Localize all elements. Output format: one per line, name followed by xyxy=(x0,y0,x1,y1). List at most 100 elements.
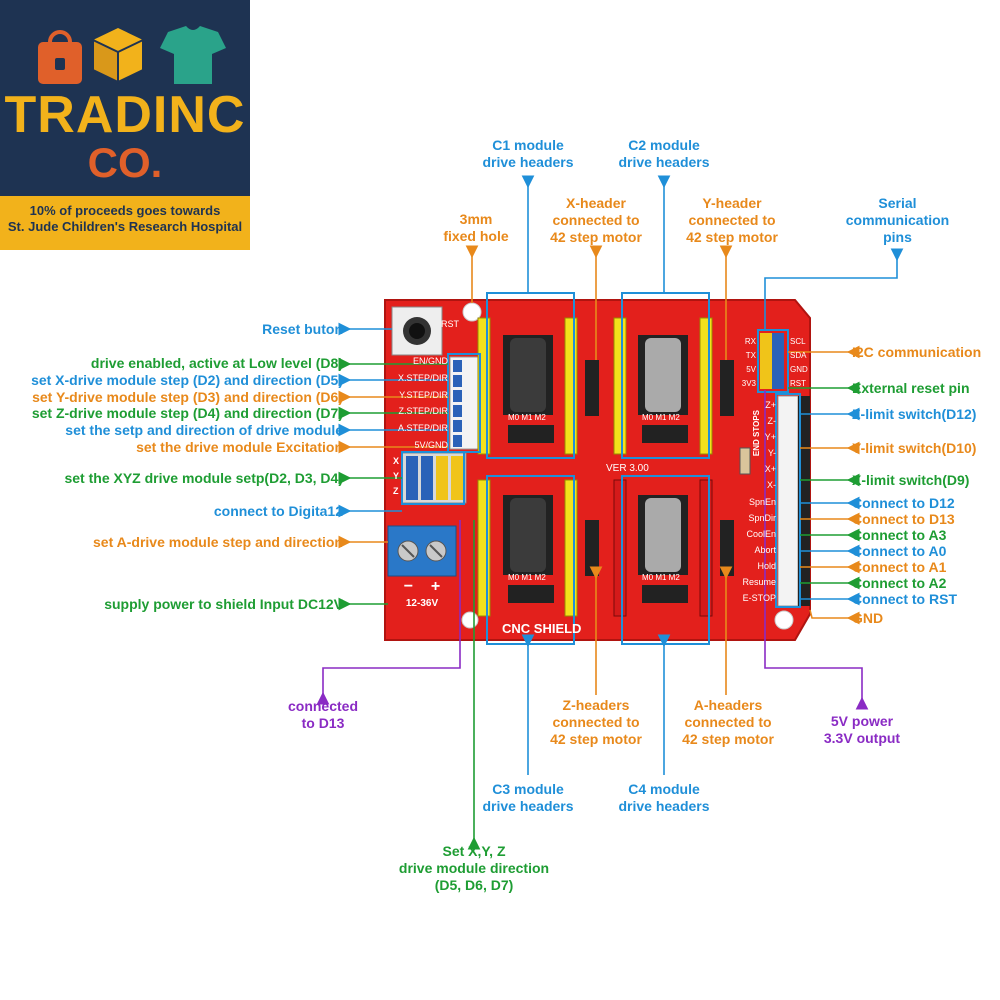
pin-label: Resume xyxy=(742,577,776,587)
logo-tagline-line2: St. Jude Children's Research Hospital xyxy=(7,219,243,234)
callout-label: set Y-drive module step (D3) and directi… xyxy=(32,389,343,405)
callout-line: connected xyxy=(287,698,358,714)
callout-label: Connect to A3 xyxy=(852,527,947,543)
pin-label: A.STEP/DIR xyxy=(397,423,448,433)
callout-label: supply power to shield Input DC12V xyxy=(104,596,343,612)
callout-connected-d13: connected to D13 xyxy=(268,698,378,732)
callout-line: C2 module xyxy=(628,137,700,153)
pin-label: SDA xyxy=(790,351,807,360)
mount-hole xyxy=(774,610,794,630)
callout-line: 5V power xyxy=(830,713,894,729)
driver-label: M0 M1 M2 xyxy=(508,573,546,582)
power-polarity: − + xyxy=(388,578,456,595)
module-outlines xyxy=(486,292,710,645)
minus-sign: − xyxy=(403,578,414,595)
callout-line: C1 module xyxy=(492,137,564,153)
callout-line: 42 step motor xyxy=(682,731,774,747)
callout-line: C4 module xyxy=(628,781,700,797)
driver-label: M0 M1 M2 xyxy=(642,573,680,582)
callout-line: (D5, D6, D7) xyxy=(434,877,514,893)
pin-label: RX xyxy=(744,337,756,346)
callout-line: to D13 xyxy=(301,715,345,731)
callout-label: X-limit switch(D9) xyxy=(852,472,970,488)
logo-wordmark: TRADINC xyxy=(4,86,246,144)
callout-power-output: 5V power 3.3V output xyxy=(800,713,924,747)
callout-label: External reset pin xyxy=(852,380,970,396)
package-box-icon xyxy=(92,28,144,84)
pin-label: X.STEP/DIR xyxy=(397,373,448,383)
callout-line: drive headers xyxy=(618,798,710,814)
callout-line: drive module direction xyxy=(398,860,550,876)
pin-label: Y+ xyxy=(764,432,776,442)
rst-label: RST xyxy=(441,319,459,329)
pin-label: GND xyxy=(790,365,808,374)
serial-outline xyxy=(757,329,789,393)
endstop-outline xyxy=(775,393,801,608)
callout-label: Connect to RST xyxy=(852,591,957,607)
pin-label: SCL xyxy=(790,337,806,346)
pin-label: X+ xyxy=(764,464,776,474)
power-terminal xyxy=(387,525,457,577)
callout-serial: Serial communication pins xyxy=(830,195,965,246)
callout-line: drive headers xyxy=(482,154,574,170)
callout-line: Z-headers xyxy=(562,697,630,713)
callout-c3: C3 module drive headers xyxy=(468,781,588,815)
a-motor-header xyxy=(720,520,734,576)
callout-c2: C2 module drive headers xyxy=(604,137,724,171)
pin-label: Z.STEP/DIR xyxy=(398,406,448,416)
z-motor-header xyxy=(585,520,599,576)
callout-fixed-hole: 3mm fixed hole xyxy=(426,211,526,245)
pin-label: X- xyxy=(767,480,776,490)
t-shirt-icon xyxy=(160,26,226,84)
callout-set-direction: Set X,Y, Z drive module direction (D5, D… xyxy=(384,843,564,894)
callout-label: set the XYZ drive module setp(D2, D3, D4… xyxy=(64,470,343,486)
callout-label: set X-drive module step (D2) and directi… xyxy=(31,372,343,388)
axis-letter: X xyxy=(393,456,400,466)
callout-label: GND xyxy=(852,610,884,626)
callout-line: A-headers xyxy=(693,697,763,713)
board-name: CNC SHIELD xyxy=(502,621,582,636)
callout-label: Connect to A0 xyxy=(852,543,947,559)
callout-line: communication xyxy=(845,212,950,228)
mount-hole xyxy=(461,611,479,629)
microstep-jumpers xyxy=(508,425,688,603)
pin-label: Y.STEP/DIR xyxy=(399,390,448,400)
callout-label: drive enabled, active at Low level (D8) xyxy=(90,355,343,371)
jumper-pin-block xyxy=(401,452,467,504)
callout-line: X-header xyxy=(566,195,626,211)
pin-label: SpnEn xyxy=(748,497,776,507)
callout-label: Reset buton xyxy=(262,321,343,337)
callout-line: drive headers xyxy=(618,154,710,170)
callout-label: Connect to A2 xyxy=(852,575,947,591)
end-stop-header xyxy=(777,395,810,607)
logo-tagline-band: 10% of proceeds goes towards St. Jude Ch… xyxy=(0,196,250,250)
callout-label: Connect to D13 xyxy=(852,511,955,527)
pin-label: Z- xyxy=(767,416,777,426)
pin-label: TX xyxy=(745,351,756,360)
callout-line: connected to xyxy=(688,212,776,228)
callout-line: Serial xyxy=(878,195,917,211)
reset-button xyxy=(391,306,443,356)
brand-logo: TRADINC CO. 10% of proceeds goes towards… xyxy=(0,0,250,250)
logo-tagline-line1: 10% of proceeds goes towards xyxy=(29,203,221,218)
shopping-bag-icon xyxy=(38,30,82,84)
pin-label: Abort xyxy=(754,545,776,555)
pin-label: Z+ xyxy=(765,400,776,410)
callout-label: set the drive module Excitation xyxy=(136,439,343,455)
voltage-rating: 12-36V xyxy=(405,598,439,609)
pin-label: RST xyxy=(790,379,806,388)
callout-line: 3.3V output xyxy=(823,730,901,746)
callout-line: 42 step motor xyxy=(550,229,642,245)
x-motor-header xyxy=(585,360,599,416)
callout-line: pins xyxy=(883,229,912,245)
axis-letter: Z xyxy=(393,486,399,496)
logo-co: CO. xyxy=(87,139,163,186)
callout-line: Y-header xyxy=(702,195,762,211)
pin-label: 5V xyxy=(746,365,756,374)
y-motor-header xyxy=(720,360,734,416)
callout-label: Connect to D12 xyxy=(852,495,955,511)
left-pin-header xyxy=(449,356,479,450)
callout-z-headers: Z-headers connected to 42 step motor xyxy=(536,697,656,748)
callout-line: 42 step motor xyxy=(550,731,642,747)
pin-label: Y- xyxy=(767,448,776,458)
